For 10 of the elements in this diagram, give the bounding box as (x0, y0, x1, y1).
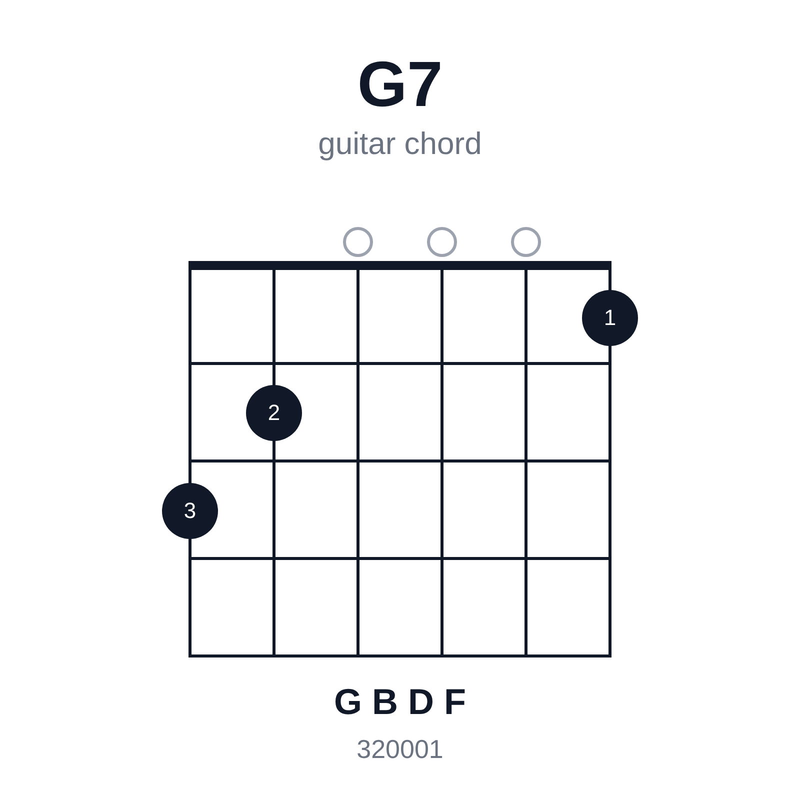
fingering-code: 320001 (356, 736, 444, 762)
open-string-marker (343, 227, 373, 257)
open-string-marker (427, 227, 457, 257)
chord-title: G7 (357, 52, 443, 116)
finger-number: 2 (268, 400, 280, 426)
subtitle: guitar chord (318, 128, 482, 159)
open-string-marker (511, 227, 541, 257)
note-names: G B D F (334, 684, 466, 720)
finger-number: 3 (184, 498, 196, 524)
finger-number: 1 (604, 305, 616, 331)
